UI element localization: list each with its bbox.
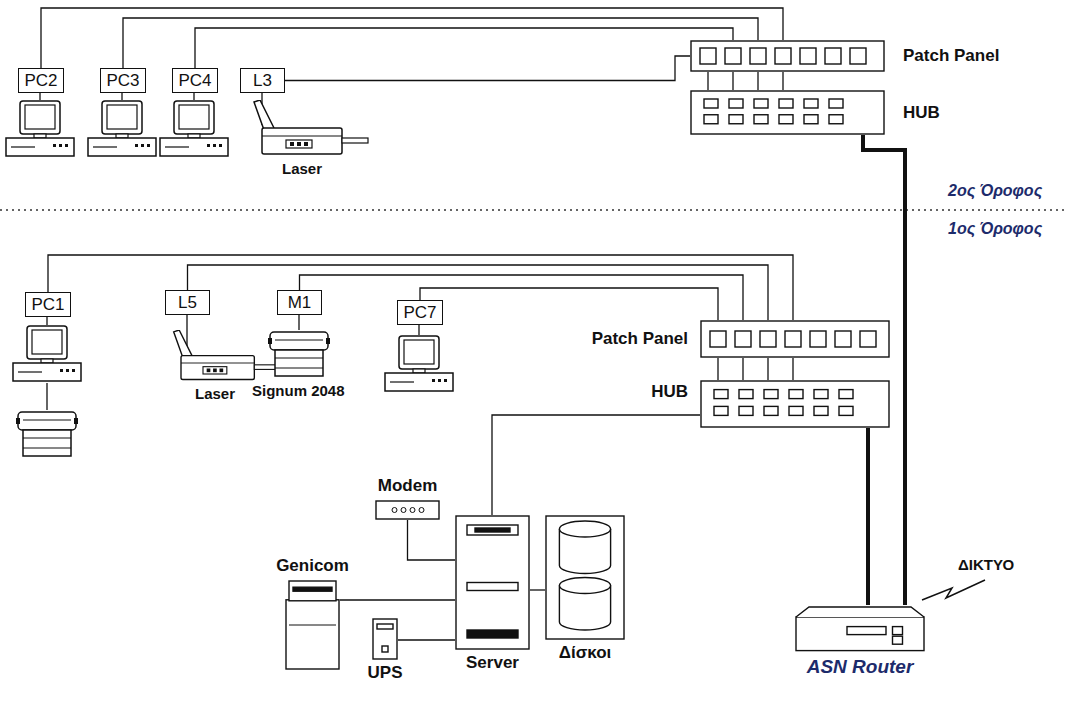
network-cable [757,72,758,90]
box-label: L5 [178,293,197,313]
network-cable [767,358,768,380]
network-cable [285,56,690,81]
network-cable [398,639,455,640]
network-cable [300,275,744,320]
network-hub: HUB [700,380,890,428]
network-hub-shape [690,90,885,135]
box-label: PC2 [24,71,57,91]
device-label: Patch Panel [592,329,688,349]
network-cable [188,265,769,320]
floor-label: 2ος Όροφος [948,182,1042,200]
printer-label-box: L3 [240,68,285,93]
disk-array: Δίσκοι [545,515,625,640]
line-printer-shape [285,580,340,670]
backbone-cable [863,135,905,605]
network-cable [195,28,733,68]
device-label: Δίσκοι [559,643,612,663]
device-caption: Laser [282,160,322,177]
device-caption: ΔΙΚΤΥΟ [958,556,1014,573]
printer-label-box: M1 [277,290,322,315]
patch-panel-shape [690,40,885,72]
router: ASN Router [795,605,925,653]
pc-label-box: PC4 [172,68,218,93]
pc-label-box: PC2 [18,68,64,93]
network-cable [408,520,456,560]
pc-label-box: PC7 [397,300,443,325]
box-label: L3 [253,71,272,91]
network-cable [707,72,708,90]
device-label: Patch Panel [903,46,999,66]
modem-shape [375,500,440,520]
line-printer: Genicom [285,580,340,670]
device-label: HUB [651,382,688,402]
disk-array-shape [545,515,625,640]
network-cable [420,288,718,320]
ups: UPS [372,618,398,660]
patch-panel: Patch Panel [690,40,885,72]
floor-label: 1ος Όροφος [948,220,1042,238]
device-label: HUB [903,103,940,123]
network-cable [782,72,783,90]
device-label: Server [466,653,519,673]
device-label: Modem [378,476,438,496]
modem: Modem [375,500,440,520]
network-cable [41,8,783,68]
network-cable [742,358,743,380]
box-label: PC1 [31,295,64,315]
server-shape [455,515,530,650]
network-cable [717,358,718,380]
patch-panel-shape [700,320,890,358]
box-label: PC7 [403,303,436,323]
pc-label-box: PC3 [100,68,146,93]
router-shape [795,605,925,653]
device-caption: Laser [195,385,235,402]
network-hub-shape [700,380,890,428]
network-cable [792,358,793,380]
backbone-cable [866,428,870,605]
server: Server [455,515,530,650]
ups-shape [372,618,398,660]
network-hub: HUB [690,90,885,135]
device-label: ASN Router [807,656,914,678]
network-cable [492,415,700,515]
device-label: UPS [368,663,403,683]
box-label: PC4 [178,71,211,91]
printer-label-box: L5 [165,290,210,315]
box-label: PC3 [106,71,139,91]
network-cable [732,72,733,90]
network-cable [340,599,455,600]
device-caption: Signum 2048 [252,382,345,399]
network-cable [123,18,758,68]
box-label: M1 [288,293,312,313]
network-cable [530,589,545,590]
device-label: Genicom [276,556,349,576]
pc-label-box: PC1 [25,292,71,317]
patch-panel: Patch Panel [700,320,890,358]
